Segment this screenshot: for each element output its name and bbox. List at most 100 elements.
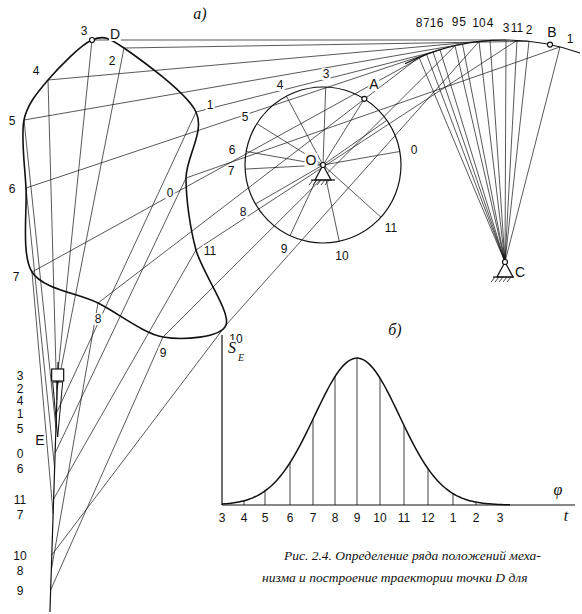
position-line [505,40,517,262]
position-number: 4 [32,61,41,79]
axis-label: t [563,507,569,525]
mechanism-lines [23,38,580,613]
position-number: 9 [280,239,289,257]
position-line [48,80,57,400]
axis-tick: 5 [261,508,270,526]
axis-tick: 9 [353,508,362,526]
position-number: 5 [241,111,250,123]
position-line [505,47,560,262]
ordinate-line [428,469,429,505]
point-label: B [546,25,557,39]
position-line [51,303,98,570]
point-label: E [34,433,45,447]
position-number: 0 [166,187,175,199]
position-number: 10 [12,550,27,562]
figure-letter: б) [387,322,402,338]
axis-tick: 3 [218,508,227,526]
position-number: 1 [206,95,215,113]
ordinate-line [476,502,477,505]
axis-tick: 12 [420,508,435,526]
figure-letter: б) [387,321,402,339]
axis-tick: 6 [286,512,295,524]
position-number: 2 [16,383,25,395]
position-line [323,87,326,165]
position-number: 6 [436,17,445,29]
position-number: 7 [227,161,236,179]
position-number: 5 [8,111,17,129]
axis-tick: 10 [372,508,387,526]
displacement-graph [222,335,575,505]
position-number: 5 [458,16,467,28]
ordinate-line [335,376,336,505]
axis-line [222,504,575,505]
axis-tick: 1 [449,512,458,524]
position-number: 11 [510,18,524,36]
figure-letter: а) [192,6,207,22]
position-line [433,52,505,262]
axis-tick: 2 [472,512,481,524]
axis-tick: 4 [240,512,249,524]
position-number: 7 [227,165,236,177]
position-number: 4 [16,395,25,407]
position-line [26,188,55,468]
position-number: 2 [525,20,534,38]
position-number: 9 [159,343,168,361]
position-number: 9 [16,581,25,599]
position-number: 4 [32,65,41,77]
position-line [58,40,92,375]
position-number: 11 [384,218,398,236]
slider-body [53,382,63,437]
position-line [196,40,517,250]
position-number: 10 [334,246,349,264]
point-label: D [109,27,121,41]
position-line [463,44,506,262]
position-number: 0 [410,140,419,158]
position-number: 1 [16,404,25,422]
position-number: 4 [16,391,25,409]
axis-tick: 1 [449,508,458,526]
slider-block [52,369,64,381]
position-line [98,57,419,303]
position-number: 0 [16,448,25,460]
axis-tick: 2 [472,508,481,526]
axis-tick: 8 [331,512,340,524]
position-number: 6 [228,144,237,156]
axis-label: S [227,339,237,357]
position-number: 8 [94,309,103,327]
position-number: 10 [471,13,486,31]
axis-tick: 10 [372,512,387,524]
point-label: O [305,153,318,167]
axis-tick: 6 [286,508,295,526]
axis-label: S [227,340,237,356]
point-label: D [109,25,121,43]
position-number: 4 [276,75,285,93]
position-number: 3 [16,370,25,382]
position-number: 5 [16,423,25,435]
position-number: 3 [80,25,89,37]
position-number: 0 [410,144,419,156]
axis-tick: 3 [218,512,227,524]
position-line [26,50,440,188]
ordinate-line [380,378,381,505]
caption-block: Рис. 2.4. Определение ряда положений мех… [262,545,562,589]
position-line [54,250,196,499]
position-number: 11 [13,490,27,508]
position-line [323,99,364,165]
position-line [323,120,387,165]
position-line [56,112,196,413]
position-number: 7 [12,267,21,285]
position-line [24,44,463,120]
axis-tick: 4 [240,508,249,526]
position-number: 3 [16,366,25,384]
axis-tick: 12 [420,512,435,524]
position-number: 8 [94,313,103,325]
position-number: 2 [108,55,117,67]
position-line [419,57,505,262]
position-number: 3 [80,21,89,39]
position-number: 9 [280,243,289,255]
position-number: 5 [241,107,250,125]
point-label: C [514,265,526,279]
position-line [505,40,506,262]
